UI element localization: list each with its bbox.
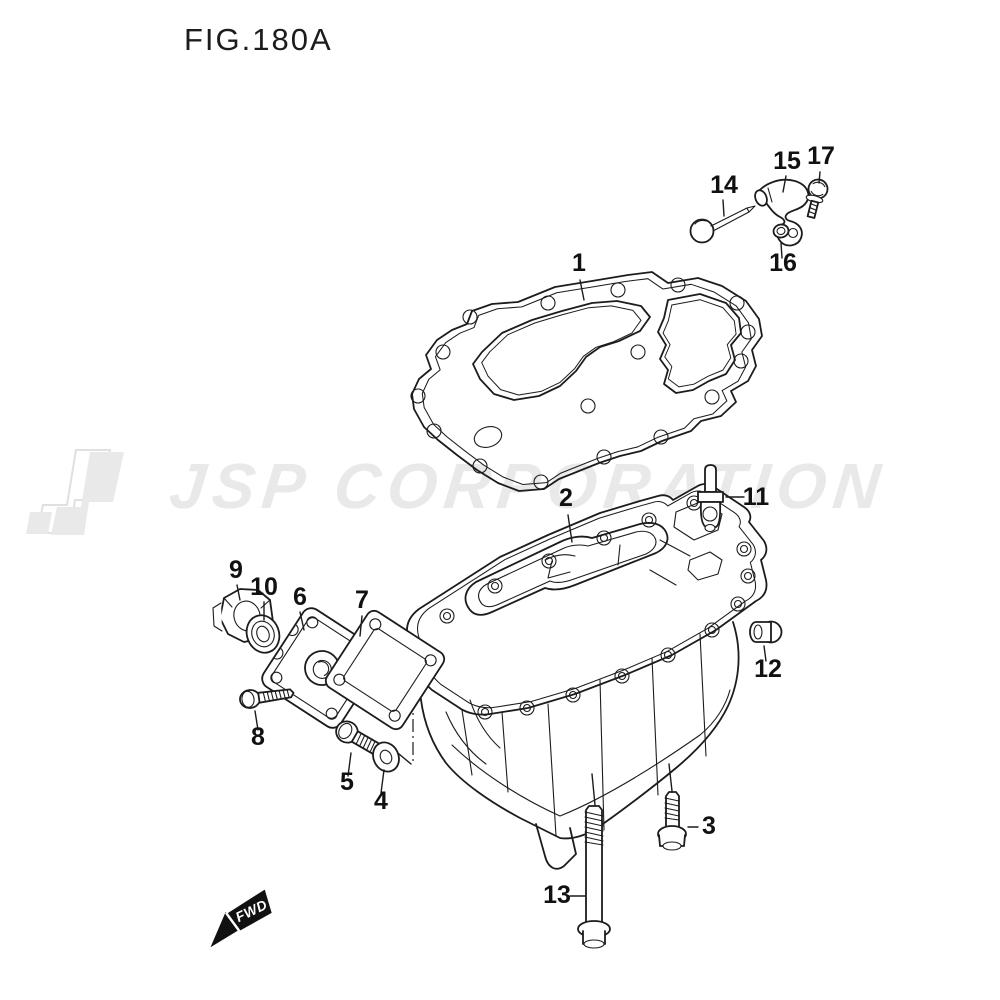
callout-9: 9: [229, 556, 243, 584]
callout-8: 8: [251, 723, 265, 751]
bolt-17-drawing: [805, 178, 829, 219]
fwd-direction-arrow: FWD: [210, 889, 272, 948]
callout-14: 14: [710, 171, 738, 199]
bolt-8-drawing: [239, 688, 295, 709]
gasket-drawing: [410, 271, 763, 492]
callout-4: 4: [374, 787, 388, 815]
callout-12: 12: [754, 655, 782, 683]
callout-13: 13: [543, 881, 571, 909]
washer-4-drawing: [372, 741, 400, 773]
filler-tube-drawing: [754, 178, 810, 247]
bolt-3-drawing: [657, 791, 687, 851]
figure-title: FIG.180A: [184, 22, 333, 57]
dipstick-drawing: [689, 205, 756, 244]
sensor-plug-drawing: [697, 464, 724, 533]
callout-17: 17: [807, 142, 835, 170]
oil-pan-drawing: [406, 483, 768, 870]
o-ring-drawing: [772, 223, 790, 239]
plug-12-drawing: [749, 620, 783, 644]
callout-11: 11: [743, 483, 770, 511]
long-bolt-drawing: [577, 805, 611, 949]
callout-1: 1: [572, 249, 586, 277]
callout-15: 15: [773, 147, 801, 175]
callout-6: 6: [293, 583, 307, 611]
plate-gasket-drawing: [324, 609, 446, 731]
callout-2: 2: [559, 484, 573, 512]
callout-10: 10: [250, 573, 278, 601]
callout-16: 16: [769, 249, 797, 277]
callout-numbers: 1 2 3 4 5 6 7 8 9 10 11 12 13 14 15 16 1…: [229, 142, 835, 909]
washer-10-drawing: [245, 614, 281, 654]
callout-7: 7: [355, 586, 369, 614]
callout-5: 5: [340, 768, 354, 796]
callout-3: 3: [702, 812, 716, 840]
leader-lines: [236, 171, 821, 897]
